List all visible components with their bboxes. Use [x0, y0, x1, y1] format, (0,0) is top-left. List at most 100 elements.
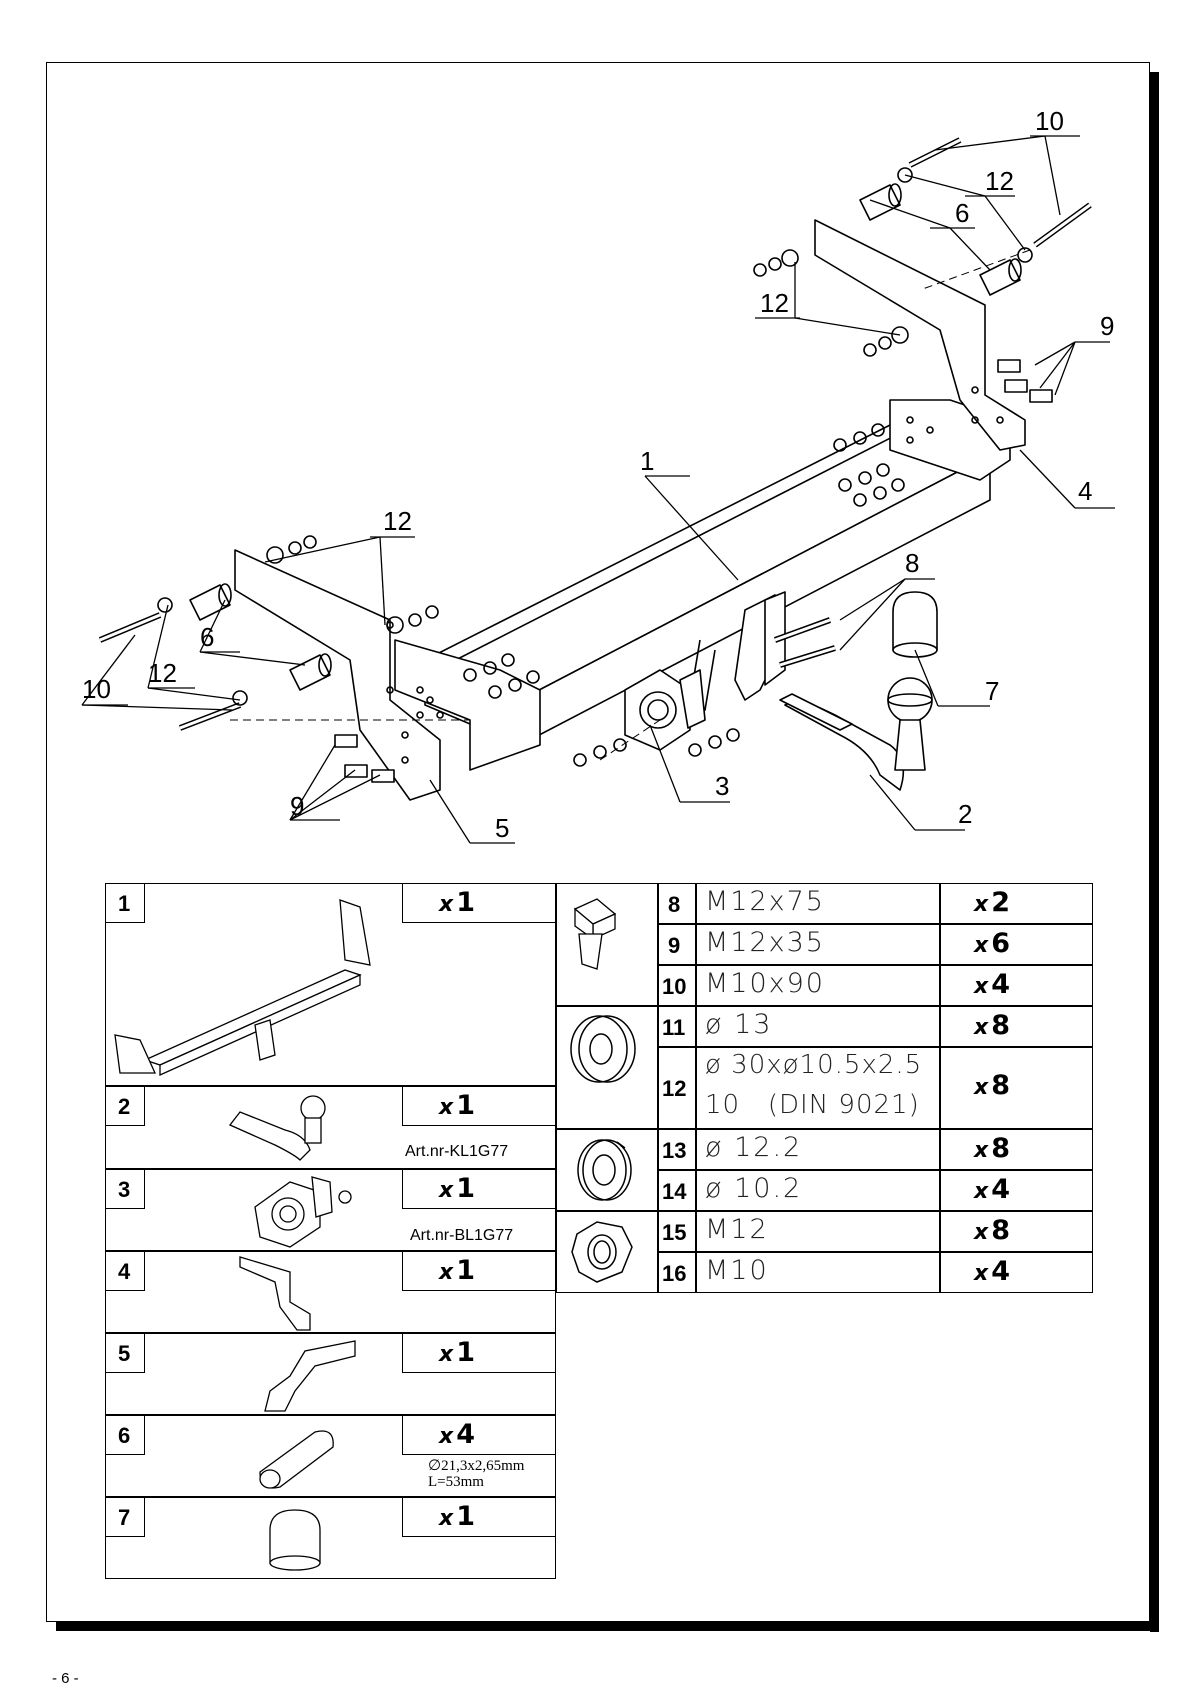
long-bolts: [98, 137, 1092, 731]
part-spec: ø 30xø10.5x2.5: [705, 1050, 923, 1080]
part-number-cell: 6: [105, 1415, 145, 1455]
bolt-icon-cell: [556, 883, 658, 1006]
callout-5: 5: [495, 813, 509, 843]
part-number: 3: [118, 1177, 131, 1202]
part-number-cell: 5: [105, 1333, 145, 1373]
part-spec: M12: [705, 1214, 769, 1245]
washer-icon-cell: [556, 1006, 658, 1129]
part-number: 13: [662, 1138, 687, 1163]
part-number: 5: [118, 1341, 131, 1366]
callout-3: 3: [715, 771, 729, 801]
part-number-cell: 2: [105, 1086, 145, 1126]
part-number: 6: [118, 1423, 131, 1448]
spring-washer-icon: [577, 1139, 632, 1201]
callout-4: 4: [1078, 476, 1092, 506]
spacer-tube-thumbnail: [259, 1430, 334, 1489]
part-number: 7: [118, 1505, 131, 1530]
callout-12-b: 12: [148, 658, 177, 688]
short-bolts: [334, 359, 1053, 783]
part-number: 10: [662, 974, 687, 999]
part-spec: ø 10.2: [705, 1173, 803, 1204]
callout-12-d: 12: [760, 288, 789, 318]
part-number: 8: [668, 892, 681, 917]
washers-and-nuts: [157, 167, 1033, 767]
right-side-bracket: [814, 219, 1026, 451]
ball-cover: [892, 591, 938, 658]
bolt-icon: [573, 898, 617, 970]
right-bracket-thumbnail: [239, 1256, 311, 1331]
part-number: 15: [662, 1220, 687, 1245]
part-spec-standard: 10 (DIN 9021): [705, 1090, 920, 1120]
part-number: 12: [662, 1076, 687, 1101]
part-number-cell: 4: [105, 1251, 145, 1291]
callout-12-a: 12: [383, 506, 412, 536]
part-spec: M12x75: [705, 886, 825, 917]
crossbar-thumbnail: [114, 899, 371, 1077]
callout-6-left: 6: [200, 622, 214, 652]
article-number: Art.nr-KL1G77: [405, 1143, 509, 1160]
part-spec: ø 13: [705, 1009, 773, 1040]
tube-dimensions: ∅21,3x2,65mm: [428, 1458, 525, 1474]
article-number: Art.nr-BL1G77: [410, 1227, 514, 1244]
frame-shadow-right: [1150, 72, 1159, 1632]
part-number-cell: 1: [105, 883, 145, 923]
left-side-bracket: [234, 549, 441, 801]
ball-neck-thumbnail: [228, 1095, 326, 1161]
lock-washer-icon-cell: [556, 1129, 658, 1211]
part-number: 2: [118, 1094, 131, 1119]
socket-plate-thumbnail: [254, 1176, 352, 1248]
callout-7: 7: [985, 676, 999, 706]
callout-leader-lines: [81, 135, 1115, 844]
callout-labels: 1 2 3 4 5 6 6 7 8 9 9 10 10 12 12 12 12: [82, 106, 1114, 843]
callout-10-right: 10: [1035, 106, 1064, 136]
assembly-axis-lines: [230, 249, 1031, 761]
callout-2: 2: [958, 799, 972, 829]
part-number-cell: 3: [105, 1169, 145, 1209]
spacer-tubes: [189, 183, 1022, 691]
callout-8: 8: [905, 548, 919, 578]
part-spec: M10: [705, 1255, 769, 1286]
callout-12-c: 12: [985, 166, 1014, 196]
part-number: 14: [662, 1179, 687, 1204]
tow-ball-neck: [779, 677, 933, 791]
part-spec: M10x90: [705, 968, 825, 999]
frame-shadow-bottom: [56, 1622, 1159, 1631]
ball-cover-thumbnail: [269, 1509, 321, 1571]
part-spec: M12x35: [705, 927, 825, 958]
part-number: 11: [662, 1015, 686, 1040]
callout-9-right: 9: [1100, 311, 1114, 341]
flat-washer-icon: [570, 1015, 636, 1083]
callout-10-left: 10: [82, 674, 111, 704]
part-number: 1: [118, 891, 131, 916]
callout-9-left: 9: [290, 791, 304, 821]
part-number: 16: [662, 1261, 687, 1286]
page-number: - 6 -: [52, 1670, 79, 1687]
part-number: 4: [118, 1259, 131, 1284]
part-number-cell: 7: [105, 1497, 145, 1537]
exploded-assembly-drawing: 1 2 3 4 5 6 6 7 8 9 9 10 10 12 12 12 12: [81, 106, 1115, 844]
left-bracket-thumbnail: [264, 1340, 356, 1412]
part-number: 9: [668, 933, 681, 958]
